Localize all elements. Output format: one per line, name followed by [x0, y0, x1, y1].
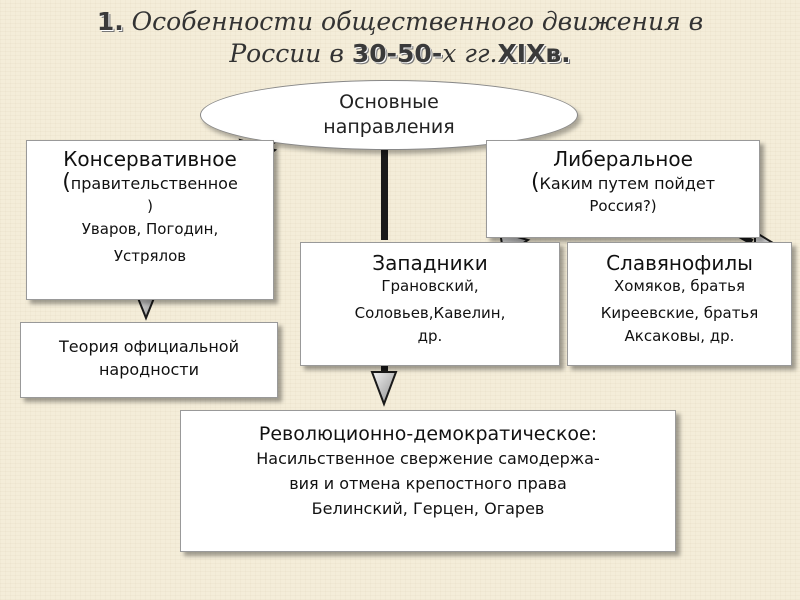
westerners-box: Западники Грановский, Соловьев,Кавелин, … — [300, 242, 560, 366]
revolutionary-box: Революционно-демократическое: Насильстве… — [180, 410, 676, 552]
conservative-note-line-1: правительственное — [70, 174, 238, 193]
westerners-line-2: Соловьев,Кавелин, — [354, 304, 506, 322]
title-text-3: х гг. — [442, 39, 498, 68]
title-number: 1. — [96, 7, 124, 36]
slavophiles-heading: Славянофилы — [606, 251, 753, 275]
slavophiles-line-2: Киреевские, братья — [600, 304, 759, 322]
revolutionary-line-1: Насильственное свержение самодержа- — [256, 449, 600, 468]
conservative-note-line-2: ) — [147, 197, 153, 215]
revolutionary-line-2: вия и отмена крепостного права — [289, 474, 567, 493]
title-text-2: России в — [229, 39, 352, 68]
conservative-note: (правительственное — [27, 171, 273, 195]
liberal-note-line-2: Россия?) — [589, 197, 657, 215]
liberal-note-line-1: Каким путем пойдет — [539, 174, 716, 193]
liberal-box: Либеральное (Каким путем пойдет Россия?) — [486, 140, 760, 238]
center-line-1: Основные — [339, 91, 439, 113]
center-connector — [381, 148, 388, 240]
title-text-1: Особенности общественного движения в — [123, 7, 704, 36]
slavophiles-line-1: Хомяков, братья — [614, 277, 745, 295]
westerners-line-1: Грановский, — [381, 277, 479, 295]
westerners-line-3: др. — [417, 327, 443, 345]
theory-box: Теория официальной народности — [20, 322, 278, 398]
liberal-heading: Либеральное — [553, 147, 693, 171]
page-title: 1. Особенности общественного движения в … — [0, 6, 800, 70]
conservative-names-line-1: Уваров, Погодин, — [81, 220, 219, 238]
liberal-note: (Каким путем пойдет — [487, 171, 759, 195]
conservative-names-line-2: Устрялов — [113, 247, 187, 265]
theory-line-1: Теория официальной — [59, 337, 239, 356]
center-line-2: направления — [323, 116, 455, 138]
title-text-4: в. — [545, 39, 571, 68]
title-century: XIX — [497, 39, 546, 68]
title-years: 30-50- — [351, 39, 443, 68]
liberal-paren: ( — [530, 170, 540, 195]
center-ellipse: Основные направления — [200, 80, 578, 150]
westerners-heading: Западники — [372, 251, 488, 275]
revolutionary-line-3: Белинский, Герцен, Огарев — [311, 499, 545, 518]
slavophiles-box: Славянофилы Хомяков, братья Киреевские, … — [567, 242, 792, 366]
title-line-1: 1. Особенности общественного движения в — [0, 6, 800, 38]
conservative-paren: ( — [62, 170, 71, 195]
conservative-box: Консервативное (правительственное ) Увар… — [26, 140, 274, 300]
arrow-to-revolutionary — [370, 371, 398, 407]
slavophiles-line-3: Аксаковы, др. — [624, 327, 735, 345]
title-line-2: России в 30-50-х гг.XIXв. — [0, 38, 800, 70]
theory-line-2: народности — [98, 360, 200, 379]
revolutionary-heading: Революционно-демократическое: — [258, 423, 598, 445]
conservative-heading: Консервативное — [63, 147, 237, 171]
